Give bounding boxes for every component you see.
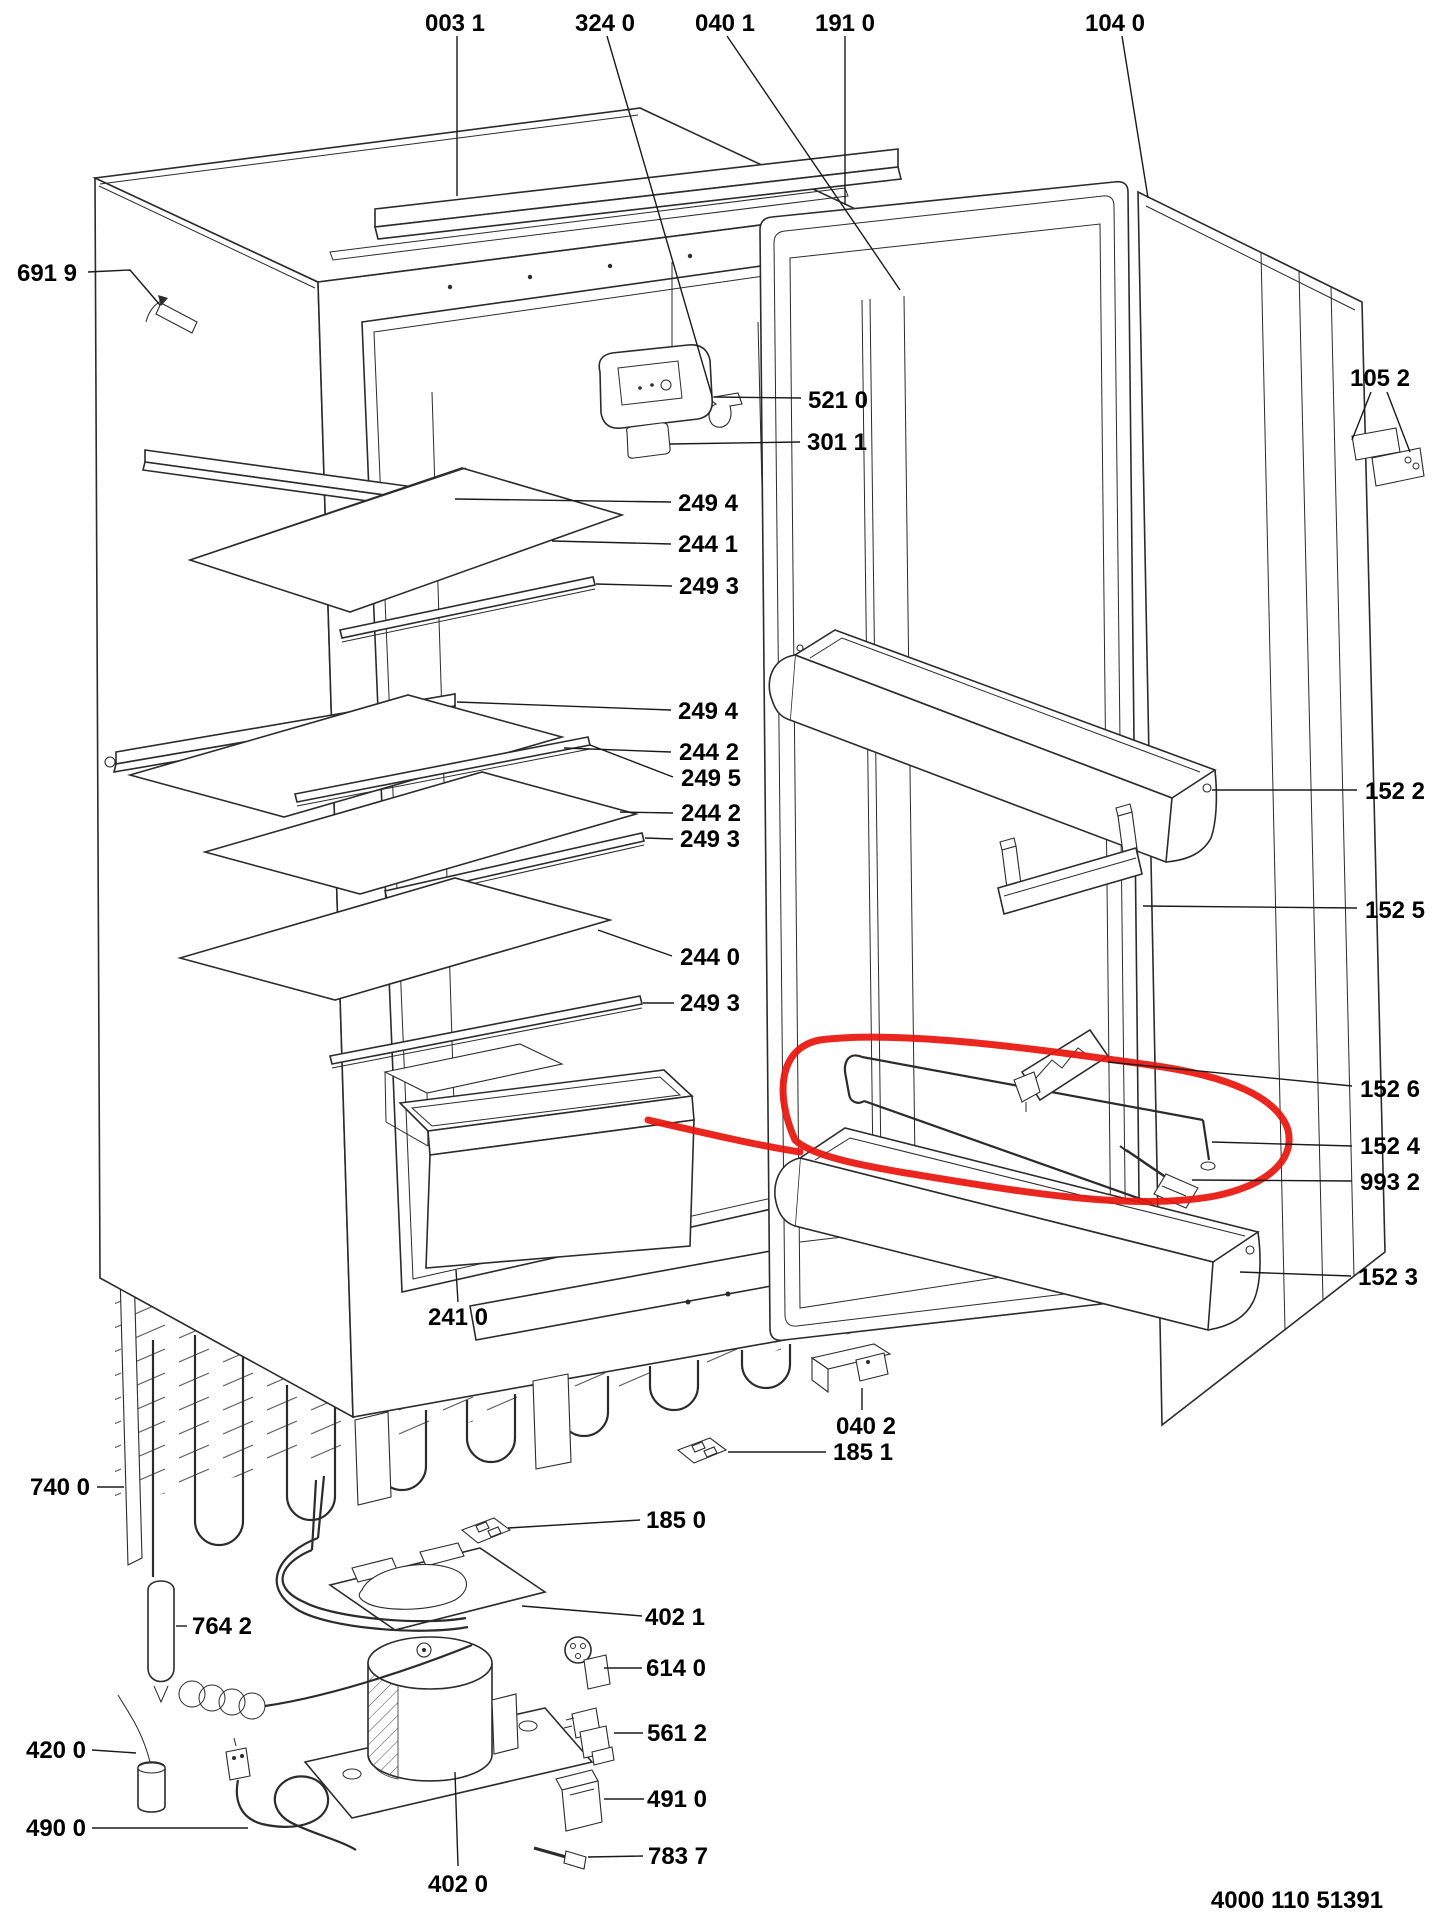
thermal-fuse-plate-2	[676, 1437, 728, 1464]
part-label-191-0: 191 0	[815, 10, 875, 37]
part-label-244-0: 244 0	[680, 944, 740, 971]
part-label-402-1: 402 1	[645, 1604, 705, 1631]
crisper-drawer	[398, 1069, 695, 1269]
part-label-561-2: 561 2	[647, 1720, 707, 1747]
part-label-249-3: 249 3	[680, 826, 740, 853]
part-label-783-7: 783 7	[648, 1843, 708, 1870]
part-label-244-1: 244 1	[678, 531, 738, 558]
power-cord	[225, 1737, 357, 1851]
refrigerant-tubes	[275, 1475, 469, 1632]
part-label-521-0: 521 0	[808, 387, 868, 414]
compressor	[303, 1636, 594, 1819]
thermostat-housing	[598, 262, 714, 459]
shelf-front-strip	[339, 576, 596, 639]
capacitor	[117, 1694, 166, 1813]
cabinet-leg	[354, 1411, 392, 1506]
part-label-244-2: 244 2	[679, 739, 739, 766]
hinge-bracket-bottom	[810, 1343, 892, 1394]
overload-protector	[563, 1707, 615, 1766]
bottle-bracket	[997, 803, 1143, 916]
drain-tube-part	[533, 1846, 587, 1870]
part-labels: 003 1 324 0 040 1 191 0 104 0 691 9 105 …	[17, 10, 1425, 1914]
part-label-490-0: 490 0	[26, 1815, 86, 1842]
part-label-249-3: 249 3	[680, 990, 740, 1017]
compressor-mount-plate	[328, 1542, 547, 1631]
door-shelf-upper	[768, 629, 1218, 864]
part-label-105-2: 105 2	[1350, 365, 1410, 392]
part-label-402-0: 402 0	[428, 1871, 488, 1898]
document-code: 4000 110 51391	[1211, 1887, 1383, 1914]
part-label-152-5: 152 5	[1365, 897, 1425, 924]
lamp-cover	[625, 422, 671, 459]
shelf-group-2	[104, 693, 645, 904]
part-label-003-1: 003 1	[425, 10, 485, 37]
glass-shelf	[127, 694, 565, 818]
terminal-cover	[555, 1769, 603, 1832]
part-label-691-9: 691 9	[17, 260, 77, 287]
part-label-249-4: 249 4	[678, 490, 739, 517]
part-label-040-1: 040 1	[695, 10, 755, 37]
cabinet-leg	[532, 1373, 572, 1470]
highlight-annotation	[644, 1033, 1293, 1205]
part-label-420-0: 420 0	[26, 1737, 86, 1764]
part-label-249-4: 249 4	[678, 698, 739, 725]
shelf-front-strip	[329, 995, 643, 1065]
part-label-185-1: 185 1	[833, 1439, 893, 1466]
glass-shelf	[177, 877, 613, 1001]
glass-shelf	[202, 771, 639, 895]
part-label-764-2: 764 2	[192, 1613, 252, 1640]
shelf-group-1	[142, 449, 625, 643]
part-label-301-1: 301 1	[807, 429, 867, 456]
leader-lines	[87, 35, 1411, 1867]
part-label-249-5: 249 5	[681, 765, 741, 792]
thermal-fuse-plate	[460, 1517, 512, 1544]
part-label-249-3: 249 3	[679, 573, 739, 600]
outer-door-panel	[1137, 190, 1386, 1427]
part-label-244-2: 244 2	[681, 800, 741, 827]
part-label-152-4: 152 4	[1360, 1133, 1421, 1160]
part-label-040-2: 040 2	[836, 1413, 896, 1440]
sensor-part	[145, 295, 198, 334]
dryer-filter	[147, 1580, 473, 1720]
part-label-104-0: 104 0	[1085, 10, 1145, 37]
part-label-241-0: 241 0	[428, 1304, 488, 1331]
part-label-152-2: 152 2	[1365, 778, 1425, 805]
part-label-491-0: 491 0	[647, 1786, 707, 1813]
part-label-185-0: 185 0	[646, 1507, 706, 1534]
part-label-324-0: 324 0	[575, 10, 635, 37]
part-label-152-6: 152 6	[1360, 1076, 1420, 1103]
part-label-614-0: 614 0	[646, 1655, 706, 1682]
shelf-group-3	[177, 877, 643, 1069]
door-hinge-part	[1351, 427, 1425, 487]
part-label-993-2: 993 2	[1360, 1169, 1420, 1196]
glass-shelf	[187, 467, 625, 613]
start-relay	[564, 1636, 611, 1690]
part-label-152-3: 152 3	[1358, 1264, 1418, 1291]
part-label-740-0: 740 0	[30, 1474, 90, 1501]
